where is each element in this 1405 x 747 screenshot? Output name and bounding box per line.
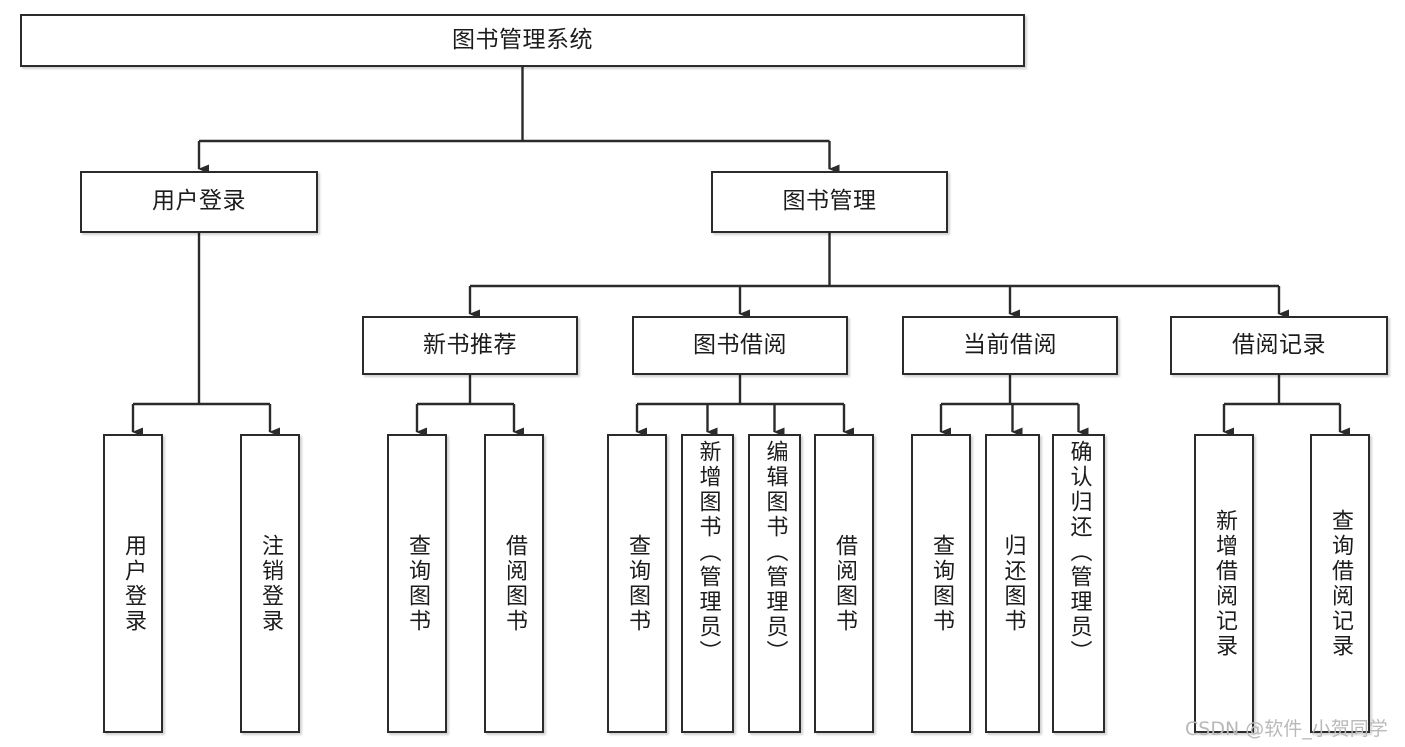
- node-label: 查询借阅记录: [1328, 508, 1353, 659]
- node-leaf-logout[interactable]: 注销登录: [240, 434, 300, 733]
- node-leaf-query-3[interactable]: 查询图书: [911, 434, 971, 733]
- node-label: 图书借阅: [693, 331, 787, 358]
- node-leaf-borrow-2[interactable]: 借阅图书: [814, 434, 874, 733]
- node-label: 编辑图书（管理员）: [762, 440, 788, 665]
- node-new-book-rec[interactable]: 新书推荐: [362, 316, 578, 375]
- node-leaf-query-2[interactable]: 查询图书: [607, 434, 667, 733]
- node-label: 新增图书（管理员）: [695, 440, 721, 665]
- node-book-borrow[interactable]: 图书借阅: [632, 316, 848, 375]
- node-label: 查询图书: [625, 533, 650, 634]
- node-label: 新增借阅记录: [1212, 508, 1237, 659]
- node-label: 查询图书: [929, 533, 954, 634]
- node-leaf-user-login[interactable]: 用户登录: [103, 434, 163, 733]
- watermark-text: CSDN @软件_小贺同学: [1185, 718, 1388, 740]
- node-label: 归还图书: [1000, 533, 1026, 634]
- node-label: 用户登录: [152, 188, 246, 215]
- node-label: 借阅图书: [832, 533, 857, 634]
- node-current-borrow[interactable]: 当前借阅: [902, 316, 1118, 375]
- node-label: 用户登录: [121, 533, 146, 634]
- node-root[interactable]: 图书管理系统: [20, 14, 1025, 67]
- node-user-login[interactable]: 用户登录: [80, 171, 318, 233]
- node-leaf-borrow-1[interactable]: 借阅图书: [484, 434, 544, 733]
- node-leaf-return[interactable]: 归还图书: [985, 434, 1040, 733]
- node-label: 借阅记录: [1232, 331, 1326, 358]
- node-leaf-add-rec[interactable]: 新增借阅记录: [1194, 434, 1254, 733]
- node-leaf-query-rec[interactable]: 查询借阅记录: [1310, 434, 1370, 733]
- node-book-manage[interactable]: 图书管理: [711, 171, 948, 233]
- node-label: 图书管理系统: [452, 26, 593, 53]
- node-leaf-add-book[interactable]: 新增图书（管理员）: [681, 434, 734, 733]
- node-label: 借阅图书: [502, 533, 527, 634]
- node-leaf-query-1[interactable]: 查询图书: [387, 434, 447, 733]
- node-label: 查询图书: [405, 533, 430, 634]
- node-label: 新书推荐: [423, 331, 517, 358]
- node-label: 注销登录: [258, 533, 283, 634]
- node-label: 图书管理: [782, 188, 877, 215]
- node-leaf-edit-book[interactable]: 编辑图书（管理员）: [748, 434, 801, 733]
- node-borrow-record[interactable]: 借阅记录: [1170, 316, 1388, 375]
- node-label: 确认归还（管理员）: [1066, 440, 1092, 665]
- node-label: 当前借阅: [963, 331, 1057, 358]
- node-leaf-confirm[interactable]: 确认归还（管理员）: [1052, 434, 1105, 733]
